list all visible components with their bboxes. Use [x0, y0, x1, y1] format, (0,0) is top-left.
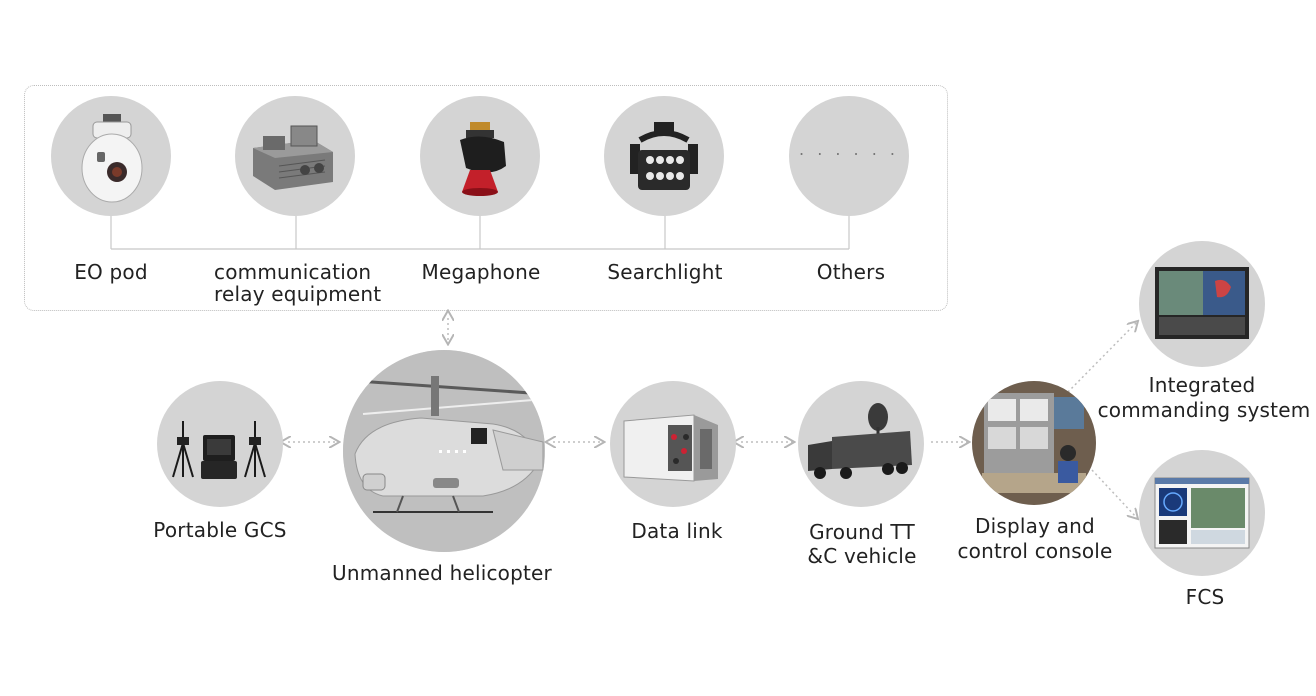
fcs-icon: [1154, 477, 1250, 549]
label-ics-line1: Integrated: [1148, 373, 1256, 397]
data-link-icon: [623, 414, 718, 482]
label-helicopter: Unmanned helicopter: [332, 561, 552, 585]
others-ellipsis: · · · · · ·: [799, 144, 899, 164]
vehicle-icon: [808, 403, 912, 479]
data-link-node: [610, 381, 736, 507]
label-portable-gcs: Portable GCS: [153, 518, 287, 542]
label-console-line1: Display and: [975, 514, 1095, 538]
label-relay-line2: relay equipment: [214, 282, 382, 306]
label-relay-line1: communication: [214, 260, 372, 284]
ics-icon: [1155, 267, 1249, 339]
helicopter-icon: [343, 350, 545, 552]
relay-equipment-node: [235, 96, 355, 216]
megaphone-icon: [460, 122, 506, 196]
relay-equipment-icon: [253, 125, 333, 190]
label-vehicle-line2: &C vehicle: [807, 544, 917, 568]
label-fcs: FCS: [1185, 585, 1225, 609]
label-megaphone: Megaphone: [421, 260, 541, 284]
label-eo-pod: EO pod: [74, 260, 148, 284]
searchlight-node: [604, 96, 724, 216]
console-node: [972, 381, 1096, 505]
arrow-console-fcs: [1091, 469, 1137, 518]
portable-gcs-node: [157, 381, 283, 507]
portable-gcs-icon: [172, 421, 266, 479]
label-console-line2: control console: [957, 539, 1113, 563]
helicopter-node: [343, 350, 545, 552]
others-node: · · · · · ·: [789, 96, 909, 216]
label-data-link: Data link: [631, 519, 723, 543]
label-vehicle-line1: Ground TT: [809, 520, 915, 544]
ics-node: [1139, 241, 1265, 367]
eo-pod-node: [51, 96, 171, 216]
label-searchlight: Searchlight: [607, 260, 723, 284]
payload-bus: [110, 215, 850, 250]
vehicle-node: [798, 381, 924, 507]
searchlight-icon: [630, 122, 698, 190]
eo-pod-icon: [81, 114, 143, 203]
payload-group-frame: [24, 85, 948, 311]
fcs-node: [1139, 450, 1265, 576]
console-icon: [972, 381, 1096, 505]
label-ics-line2: commanding system: [1097, 398, 1311, 422]
label-others: Others: [816, 260, 886, 284]
arrow-console-ics: [1067, 322, 1137, 393]
megaphone-node: [420, 96, 540, 216]
